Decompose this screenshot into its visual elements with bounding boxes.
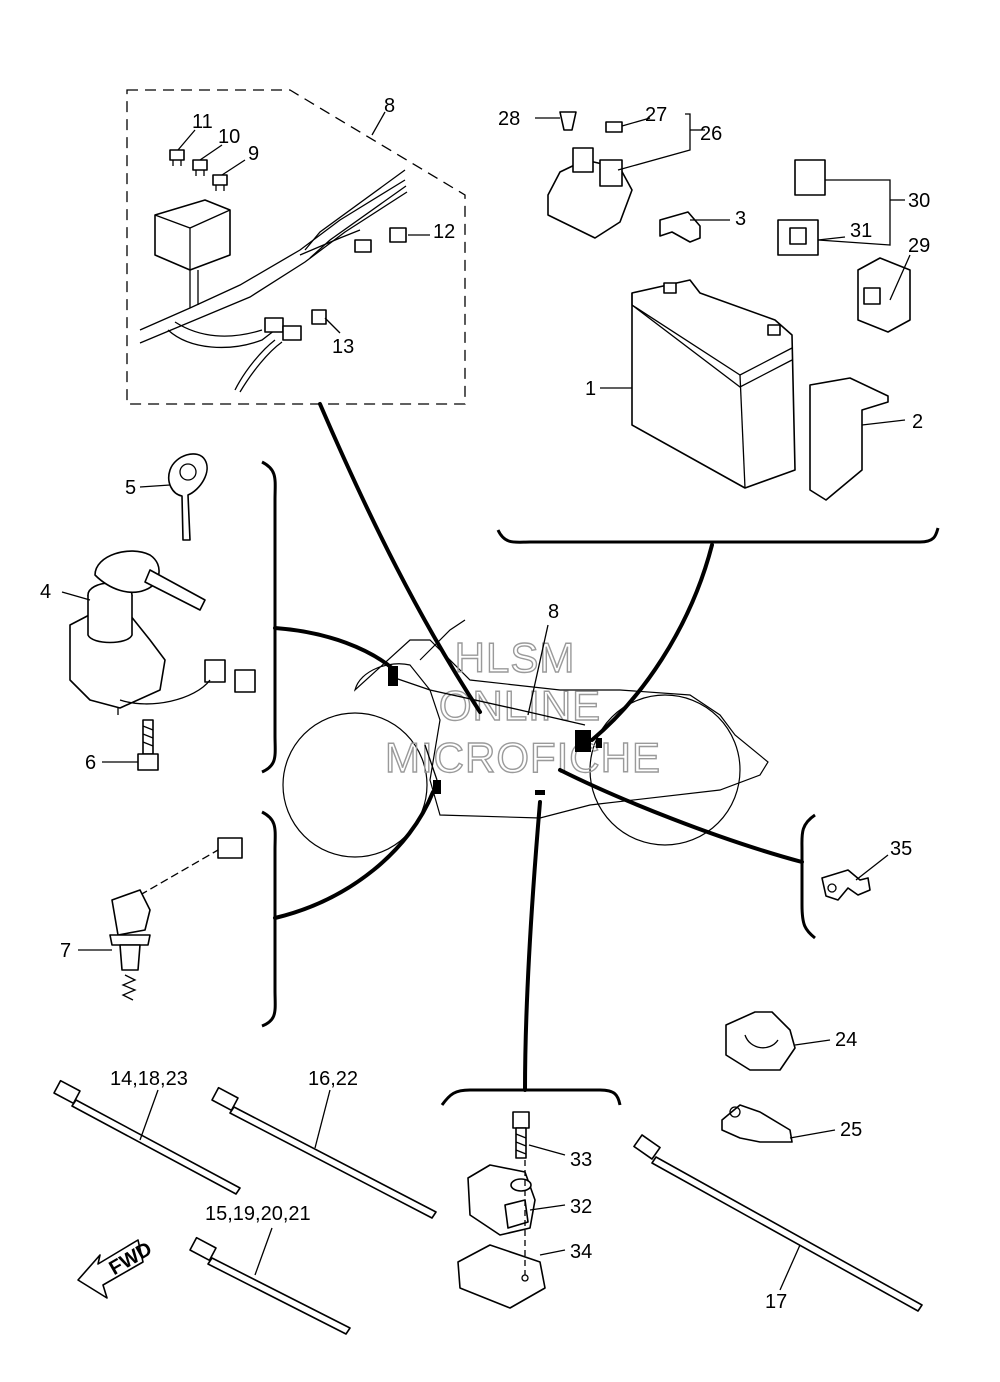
- wire-harness-group: [126, 89, 466, 405]
- connector-7: [217, 837, 243, 859]
- brace-sensor: [440, 1088, 622, 1106]
- bracket-neutral: [261, 810, 277, 1028]
- forward-arrow: FWD: [77, 1238, 156, 1299]
- cable-tie-14: [53, 1079, 241, 1195]
- fuse-9: [212, 174, 228, 191]
- terminal-cover: [659, 211, 701, 243]
- relay-29: [857, 257, 911, 333]
- key: [167, 453, 208, 541]
- callout-26: 26: [700, 123, 722, 145]
- link-bracket: [558, 768, 804, 864]
- callout-32: 32: [570, 1196, 592, 1218]
- harness-connector-2: [433, 780, 441, 794]
- watermark-line-1: HLSM: [455, 634, 576, 681]
- callout-27: 27: [645, 104, 667, 126]
- connector-12a: [354, 239, 372, 253]
- fuse-10: [192, 159, 208, 176]
- callout-2: 2: [912, 411, 923, 433]
- callout-1: 1: [585, 378, 596, 400]
- harness-connector-4: [596, 738, 602, 748]
- callout-33: 33: [570, 1149, 592, 1171]
- fuse-11: [169, 149, 185, 166]
- callout-6: 6: [85, 752, 96, 774]
- neutral-switch: [109, 889, 151, 1001]
- callout-31: 31: [850, 220, 872, 242]
- neutral-switch-group: [78, 837, 243, 1001]
- starter-relay: [547, 111, 633, 239]
- clamp-25: [721, 1104, 793, 1143]
- callout-34: 34: [570, 1241, 592, 1263]
- battery-group: [535, 111, 911, 501]
- callout-14: 14,18,23: [110, 1068, 188, 1090]
- harness-connector-3: [575, 730, 591, 752]
- cable-tie-15: [189, 1236, 351, 1335]
- callout-7: 7: [60, 940, 71, 962]
- motorcycle-silhouette: [282, 619, 769, 858]
- screw-33: [512, 1111, 530, 1159]
- battery: [631, 279, 796, 489]
- clamp-24: [725, 1011, 796, 1071]
- bracket-35: [821, 869, 871, 901]
- callout-4: 4: [40, 581, 51, 603]
- link-sensor: [523, 800, 542, 1092]
- callout-3: 3: [735, 208, 746, 230]
- watermark-line-3: MICROFICHE: [385, 734, 661, 781]
- callout-17: 17: [765, 1291, 787, 1313]
- connector-b: [282, 325, 302, 341]
- link-neutral: [273, 790, 435, 920]
- link-battery: [590, 543, 714, 742]
- callout-11: 11: [192, 111, 213, 133]
- cable-tie-17: [633, 1134, 923, 1312]
- callout-29: 29: [908, 235, 930, 257]
- connector-13: [311, 309, 327, 325]
- sensor-32: [467, 1164, 536, 1236]
- main-switch: [69, 550, 256, 715]
- callout-15: 15,19,20,21: [205, 1203, 311, 1225]
- harness-route: [394, 677, 586, 726]
- sensor-group: [457, 1111, 566, 1309]
- callout-30: 30: [908, 190, 930, 212]
- relay-31: [777, 219, 819, 256]
- callout-labels: 1 2 3 4 5 6 7 8 8 9 10 11 12 13 14,18,23…: [40, 95, 930, 1313]
- callout-9: 9: [248, 143, 259, 165]
- watermark: HLSM ONLINE MICROFICHE: [384, 633, 661, 781]
- harness-connector-1: [388, 666, 398, 686]
- link-switch: [273, 626, 394, 670]
- callout-24: 24: [835, 1029, 857, 1051]
- main-switch-group: [61, 453, 256, 771]
- callout-10: 10: [218, 126, 240, 148]
- connector-12: [389, 227, 407, 243]
- brace-battery: [496, 527, 940, 544]
- callout-25: 25: [840, 1119, 862, 1141]
- battery-band: [809, 377, 889, 501]
- bolt: [137, 719, 159, 771]
- harness-connector-5: [535, 790, 545, 795]
- callout-8-bike: 8: [548, 601, 559, 623]
- cable-tie-16: [211, 1086, 437, 1219]
- callout-8-box: 8: [384, 95, 395, 117]
- brace-35: [800, 813, 816, 940]
- ecu-box: [154, 199, 231, 271]
- bracket-switch: [261, 460, 277, 774]
- callout-5: 5: [125, 477, 136, 499]
- bracket-34: [457, 1244, 546, 1309]
- callout-28: 28: [498, 108, 520, 130]
- callout-12: 12: [433, 221, 455, 243]
- callout-13: 13: [332, 336, 354, 358]
- link-harness: [318, 402, 482, 714]
- relay-30: [794, 159, 826, 196]
- callout-16: 16,22: [308, 1068, 358, 1090]
- callout-35: 35: [890, 838, 912, 860]
- connector-a: [264, 317, 284, 333]
